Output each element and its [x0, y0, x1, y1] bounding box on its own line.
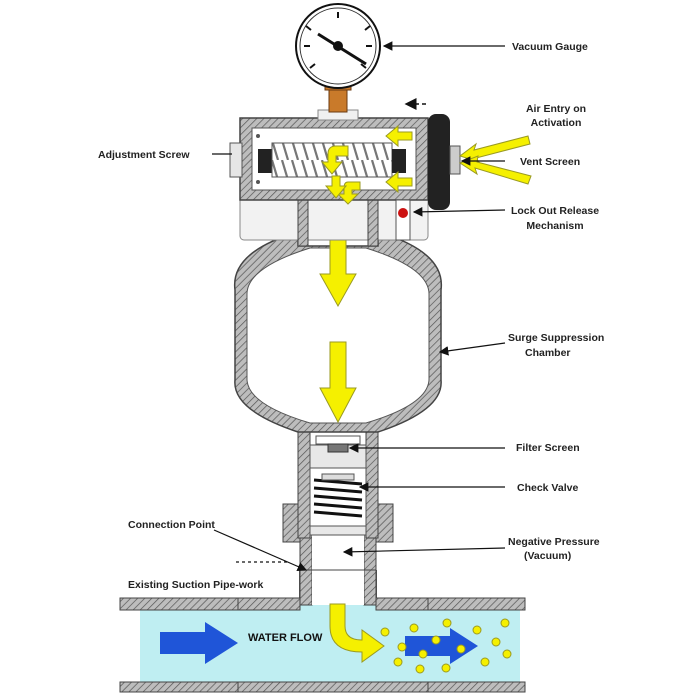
label-negative-pressure-1: Negative Pressure [508, 536, 600, 548]
label-check-valve: Check Valve [517, 482, 578, 494]
air-injection-arrow [329, 603, 385, 663]
vent-cap [428, 114, 461, 210]
surge-chamber [233, 230, 443, 433]
label-vent-screen: Vent Screen [520, 156, 580, 168]
label-lock-out-1: Lock Out Release [511, 205, 599, 217]
label-air-entry-2: Activation [531, 117, 582, 129]
label-vacuum-gauge: Vacuum Gauge [512, 41, 588, 53]
label-existing-pipework: Existing Suction Pipe-work [128, 579, 264, 591]
label-filter-screen: Filter Screen [516, 442, 580, 454]
water-flow-arrow [160, 622, 238, 664]
leader-lines [212, 41, 506, 572]
connection-neck [282, 503, 394, 606]
pressure-gauge-icon [295, 3, 381, 121]
check-valve [297, 429, 379, 539]
water-flow-label: WATER FLOW [248, 632, 323, 644]
label-connection-point: Connection Point [128, 519, 215, 531]
label-lock-out-2: Mechanism [526, 220, 583, 232]
chamber-flow-arrow-lower [319, 341, 357, 424]
air-bubbles [380, 618, 512, 674]
internal-air-arrows [320, 124, 413, 205]
label-surge-2: Chamber [525, 347, 571, 359]
label-negative-pressure-2: (Vacuum) [524, 550, 571, 562]
label-adjustment-screw: Adjustment Screw [98, 149, 190, 161]
label-air-entry-1: Air Entry on [526, 103, 586, 115]
lock-out-mechanism [395, 199, 411, 241]
label-surge-1: Surge Suppression [508, 332, 604, 344]
